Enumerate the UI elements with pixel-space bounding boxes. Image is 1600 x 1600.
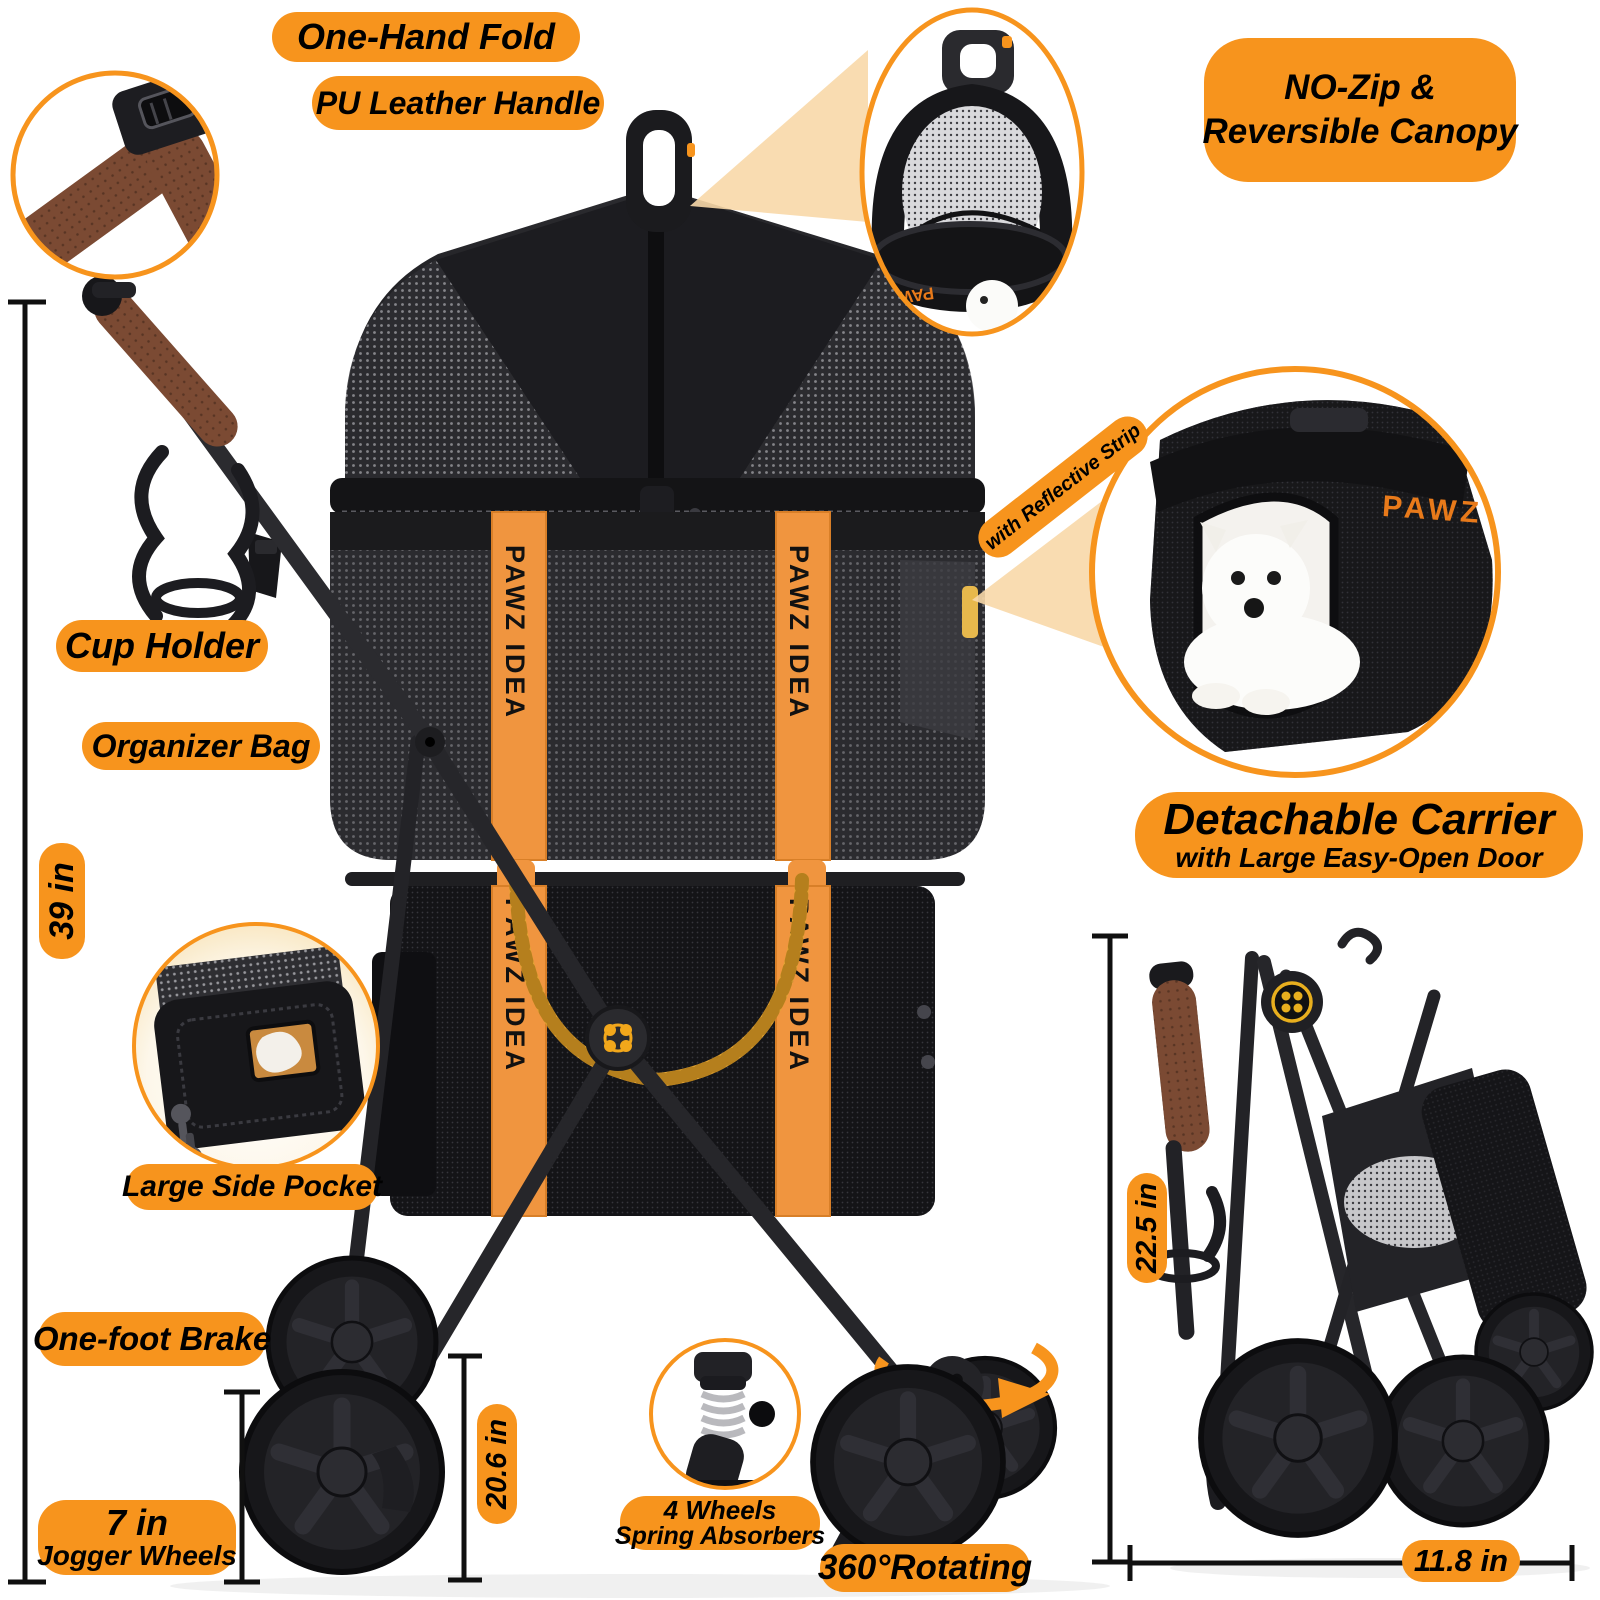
pet-carrier bbox=[248, 512, 985, 860]
label-large-side-pocket: Large Side Pocket bbox=[122, 1164, 382, 1210]
rear-brake-pedal bbox=[372, 1446, 414, 1512]
label-pu-leather-handle: PU Leather Handle bbox=[312, 76, 604, 130]
callout-canopy-circle: PAWZ bbox=[859, 7, 1085, 337]
label-folded-height-22-5in: 22.5 in bbox=[1127, 1173, 1167, 1283]
main-stroller: PAWZ IDEA PAWZ IDEA PAWZ IDEA PAWZ IDEA bbox=[82, 110, 1055, 1572]
label-360-rotating: 360°Rotating bbox=[818, 1544, 1032, 1592]
rotation-arrowhead-icon bbox=[998, 1378, 1050, 1418]
rack-bar bbox=[345, 872, 965, 886]
callout-handle-circle bbox=[10, 70, 220, 280]
label-one-hand-fold: One-Hand Fold bbox=[272, 12, 580, 62]
reflective-strip bbox=[962, 586, 978, 638]
canopy bbox=[330, 110, 985, 546]
pawz-logo-icon bbox=[603, 1023, 633, 1053]
label-spring-absorbers: 4 Wheels Spring Absorbers bbox=[614, 1494, 826, 1550]
front-wheels bbox=[813, 1342, 1055, 1557]
label-height-39in: 39 in bbox=[39, 843, 85, 959]
label-cup-holder: Cup Holder bbox=[56, 620, 268, 672]
pawz-logo-icon bbox=[1281, 991, 1303, 1013]
dim-39in bbox=[8, 299, 46, 1585]
rear-wheels bbox=[242, 1258, 442, 1572]
callout-spring-circle bbox=[649, 1338, 801, 1490]
dog bbox=[1184, 520, 1360, 715]
strap-text: PAWZ IDEA bbox=[784, 545, 814, 720]
label-height-20-6in: 20.6 in bbox=[477, 1404, 517, 1524]
spring-icon bbox=[700, 1390, 746, 1439]
label-folded-width-11-8in: 11.8 in bbox=[1402, 1540, 1520, 1582]
callout-pocket-circle bbox=[132, 922, 380, 1170]
handle-grip bbox=[94, 289, 238, 447]
dim-20-6in bbox=[448, 1353, 482, 1583]
label-jogger-wheels: 7 in Jogger Wheels bbox=[37, 1500, 237, 1575]
label-one-foot-brake: One-foot Brake bbox=[33, 1312, 271, 1366]
lower-carrier-bag: PAWZ IDEA PAWZ IDEA bbox=[372, 860, 935, 1217]
frame-joint bbox=[585, 1005, 651, 1071]
fold-handle bbox=[626, 110, 695, 232]
rope-handles bbox=[509, 873, 809, 1087]
callout-carrier-circle: PAWZ bbox=[1089, 366, 1501, 778]
label-organizer-bag: Organizer Bag bbox=[82, 722, 320, 770]
label-no-zip-canopy: NO-Zip & Reversible Canopy bbox=[1202, 38, 1518, 182]
carrier-brand: PAWZ bbox=[1381, 490, 1483, 530]
dim-22-5in bbox=[1092, 933, 1128, 1565]
dim-7in bbox=[224, 1389, 260, 1585]
strap-text: PAWZ IDEA bbox=[500, 545, 530, 720]
folded-stroller bbox=[1136, 927, 1593, 1535]
callout-beams bbox=[690, 50, 1118, 652]
cup-holder bbox=[132, 445, 260, 633]
label-detachable-carrier: Detachable Carrier with Large Easy-Open … bbox=[1135, 792, 1583, 878]
